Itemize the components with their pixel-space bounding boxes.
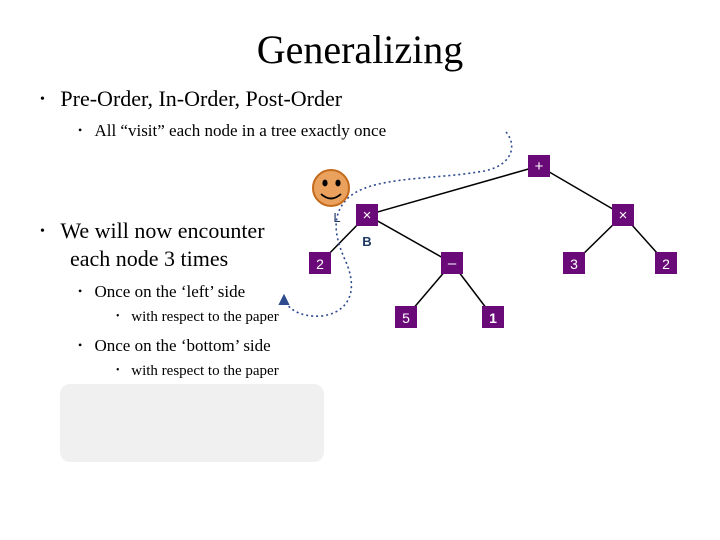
tree-edges	[319, 165, 667, 318]
smiley-face-icon	[312, 169, 350, 207]
node-minus: –	[441, 252, 463, 274]
node-three: 3	[563, 252, 585, 274]
bullet-dot: •	[40, 224, 45, 239]
bottom-marker-label: B	[362, 234, 371, 249]
bullet-left-paper: • with respect to the paper	[116, 308, 279, 326]
bullet-visit-once: • All “visit” each node in a tree exactl…	[78, 120, 386, 141]
bullet-bottom-side-text: Once on the ‘bottom’ side	[94, 336, 271, 355]
bullet-left-paper-text: with respect to the paper	[131, 309, 279, 325]
node-two-right: 2	[655, 252, 677, 274]
bullet-encounter: • We will now encounter	[40, 218, 265, 245]
bullet-left-side: • Once on the ‘left’ side	[78, 281, 245, 302]
node-times-left-label: ×	[363, 207, 372, 224]
bullet-bottom-side: • Once on the ‘bottom’ side	[78, 335, 271, 356]
node-five: 5	[395, 306, 417, 328]
bullet-encounter-line2: each node 3 times	[70, 246, 229, 271]
bullet-left-side-text: Once on the ‘left’ side	[94, 282, 246, 301]
edge-root-times-left	[366, 165, 540, 216]
node-five-label: 5	[402, 310, 410, 326]
bullet-dot: •	[78, 123, 83, 137]
bullet-traversals: • Pre-Order, In-Order, Post-Order	[40, 86, 342, 113]
node-minus-label: –	[448, 255, 457, 272]
node-one-label: 1	[489, 310, 497, 326]
bullet-dot: •	[78, 338, 83, 352]
edge-root-times-right	[538, 165, 624, 216]
node-two-left-label: 2	[316, 256, 324, 272]
bullet-dot: •	[116, 365, 120, 376]
edge-times-left-minus	[366, 214, 453, 264]
node-one: 1	[482, 306, 504, 328]
node-root-label: +	[535, 158, 544, 175]
bullet-encounter-line1: We will now encounter	[60, 218, 265, 243]
placeholder-panel	[60, 384, 324, 462]
node-times-right-label: ×	[619, 207, 628, 224]
node-two-right-label: 2	[662, 256, 670, 272]
left-marker-label: L	[333, 210, 340, 225]
bullet-dot: •	[116, 311, 120, 322]
node-root: +	[528, 155, 550, 177]
bullet-bottom-paper: • with respect to the paper	[116, 362, 279, 380]
bullet-bottom-paper-text: with respect to the paper	[131, 363, 279, 379]
traversal-path	[278, 131, 513, 317]
slide-title: Generalizing	[256, 27, 464, 72]
bullet-traversals-text: Pre-Order, In-Order, Post-Order	[60, 86, 343, 111]
node-times-right: ×	[612, 204, 634, 226]
bullet-dot: •	[40, 92, 45, 107]
node-times-left: ×	[356, 204, 378, 226]
bullet-visit-once-text: All “visit” each node in a tree exactly …	[94, 121, 387, 140]
node-three-label: 3	[570, 256, 578, 272]
bullet-dot: •	[78, 284, 83, 298]
node-two-left: 2	[309, 252, 331, 274]
